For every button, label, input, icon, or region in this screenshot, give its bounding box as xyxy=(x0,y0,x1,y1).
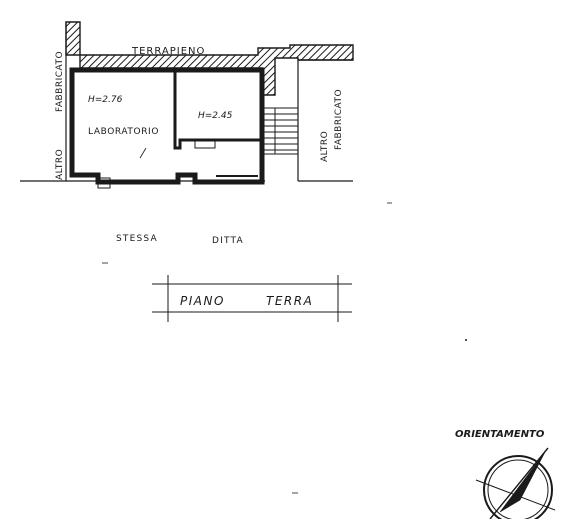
orientation-symbol: ORIENTAMENTO xyxy=(455,429,556,519)
partition-wall xyxy=(173,72,262,150)
title-box: PIANO TERRA xyxy=(152,275,352,322)
right-fabbricato-label: FABBRICATO xyxy=(334,88,344,150)
terra-label: TERRA xyxy=(266,294,313,308)
room-name: LABORATORIO xyxy=(88,127,159,137)
right-building-outline xyxy=(297,59,353,181)
stessa-label: STESSA xyxy=(116,234,158,244)
stray-dot xyxy=(465,339,467,341)
right-altro-label: ALTRO xyxy=(320,130,330,162)
left-fabbricato-label: FABBRICATO xyxy=(55,50,65,112)
door-mark xyxy=(139,147,147,159)
window-mark xyxy=(194,139,216,149)
ditta-label: DITTA xyxy=(212,236,244,246)
outer-wall xyxy=(69,67,265,185)
step-mark xyxy=(97,177,111,189)
room-height-2: H=2.45 xyxy=(198,111,233,121)
staircase xyxy=(263,107,299,155)
terrapieno-label: TERRAPIENO xyxy=(131,46,205,57)
floor-plan: TERRAPIENO H=2.76 H=2.45 LABORATORIO STE… xyxy=(20,21,354,246)
room-height-1: H=2.76 xyxy=(88,95,123,105)
piano-label: PIANO xyxy=(180,294,225,308)
left-altro-label: ALTRO xyxy=(55,148,65,180)
terrapieno-hatching xyxy=(65,21,354,96)
compass-icon xyxy=(475,447,556,519)
orientamento-label: ORIENTAMENTO xyxy=(455,429,545,440)
